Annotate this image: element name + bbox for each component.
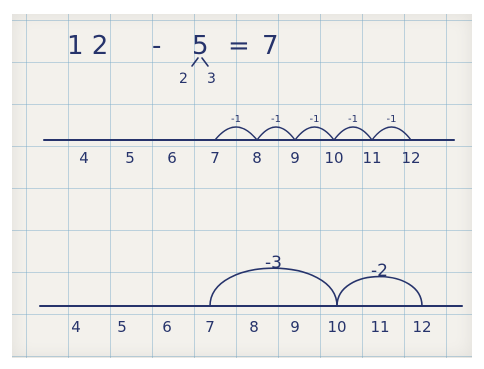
line1-tick-0: 4: [79, 149, 89, 167]
split-left: 2: [179, 71, 188, 87]
line1-tick-7: 11: [362, 149, 381, 167]
line2-jumps: [209, 267, 423, 307]
line2-jump-label-1: -2: [371, 261, 388, 281]
line2-tick-3: 7: [205, 318, 215, 336]
line1-jump-arc-4: [371, 126, 412, 141]
line2-jump-arc-0: [209, 267, 338, 307]
line1-jump-label-2: -1: [310, 114, 320, 125]
line1-jump-arc-0: [214, 126, 258, 141]
line2-tick-5: 9: [290, 318, 300, 336]
split-right: 3: [207, 71, 216, 87]
line1-tick-8: 12: [401, 149, 420, 167]
line1-tick-2: 6: [167, 149, 177, 167]
line1-jumps: [214, 126, 412, 141]
line2-tick-2: 6: [162, 318, 172, 336]
line1-jump-arc-2: [294, 126, 335, 141]
split-branches: [191, 57, 209, 67]
line1-jump-label-0: -1: [231, 114, 241, 125]
line2-tick-0: 4: [71, 318, 81, 336]
line1-jump-arc-1: [256, 126, 296, 141]
line2-tick-6: 10: [327, 318, 346, 336]
equation-equals: =: [228, 31, 250, 61]
equation-minuend: 1 2: [67, 31, 108, 61]
line1-jump-label-3: -1: [348, 114, 358, 125]
equation-result: 7: [262, 31, 279, 61]
line1-tick-5: 9: [290, 149, 300, 167]
line1-tick-labels: 4 5 6 7 8 9 10 11 12: [79, 149, 420, 167]
line2-tick-7: 11: [370, 318, 389, 336]
line1-jump-labels: -1 -1 -1 -1 -1: [231, 114, 396, 125]
line1-tick-3: 7: [210, 149, 220, 167]
line1-tick-4: 8: [252, 149, 262, 167]
line1-tick-6: 10: [324, 149, 343, 167]
line2-tick-8: 12: [412, 318, 431, 336]
line1-jump-label-1: -1: [271, 114, 281, 125]
line2-jump-arc-1: [336, 275, 423, 307]
line2-tick-1: 5: [117, 318, 127, 336]
line1-jump-label-4: -1: [387, 114, 397, 125]
equation-subtrahend: 5: [192, 31, 209, 61]
line2-jump-labels: -3 -2: [265, 253, 388, 281]
equation-minus: -: [152, 31, 161, 61]
line1-tick-1: 5: [125, 149, 135, 167]
line2-jump-label-0: -3: [265, 253, 282, 273]
line1-jump-arc-3: [333, 126, 373, 141]
line2-tick-labels: 4 5 6 7 8 9 10 11 12: [71, 318, 431, 336]
line2-tick-4: 8: [249, 318, 259, 336]
